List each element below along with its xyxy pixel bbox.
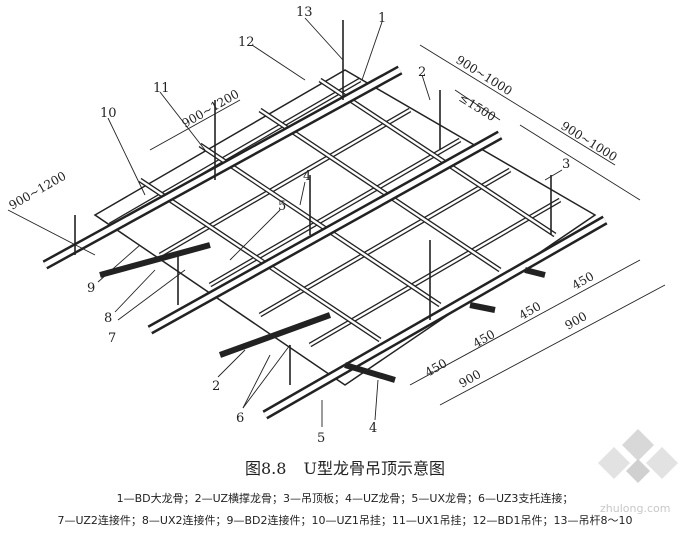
dim-1500: ≤1500 bbox=[456, 91, 498, 124]
watermark-text: zhulong.com bbox=[600, 502, 671, 515]
dim-900-1200-b: 900~1200 bbox=[7, 169, 69, 213]
keel-grid-b-inner bbox=[139, 78, 556, 341]
label-3: 3 bbox=[562, 157, 570, 172]
dim-900-b: 900 bbox=[457, 367, 484, 391]
label-7: 7 bbox=[108, 331, 116, 346]
label-8: 8 bbox=[104, 311, 112, 326]
label-2b: 2 bbox=[212, 379, 220, 394]
leader-lines bbox=[97, 17, 563, 427]
label-5a: 5 bbox=[278, 199, 286, 214]
dim-450-b: 450 bbox=[517, 299, 544, 323]
dim-450-a: 450 bbox=[570, 269, 597, 293]
label-2a: 2 bbox=[418, 65, 426, 80]
label-4b: 4 bbox=[369, 421, 377, 436]
label-1: 1 bbox=[378, 11, 386, 26]
label-11: 11 bbox=[153, 81, 170, 96]
figure-title: U型龙骨吊顶示意图 bbox=[303, 459, 446, 478]
label-4a: 4 bbox=[303, 169, 311, 184]
dim-900-a: 900 bbox=[563, 309, 590, 333]
label-6: 6 bbox=[236, 411, 244, 426]
label-5b: 5 bbox=[317, 431, 325, 446]
dim-900-1200-a: 900~1200 bbox=[180, 87, 242, 131]
zhulong-logo bbox=[598, 429, 678, 483]
label-10: 10 bbox=[100, 106, 117, 121]
label-9: 9 bbox=[87, 281, 95, 296]
label-12: 12 bbox=[238, 35, 255, 50]
ceiling-keel-diagram: 13 1 12 2 11 10 3 4 5 9 8 7 2 6 5 4 900~… bbox=[7, 5, 666, 446]
dimension-lines bbox=[7, 44, 666, 406]
figure-number: 图8.8 bbox=[244, 459, 287, 478]
figure-caption: 图8.8 U型龙骨吊顶示意图 bbox=[0, 455, 690, 479]
dim-450-c: 450 bbox=[471, 327, 498, 351]
dim-450-d: 450 bbox=[423, 356, 450, 380]
legend-line-2: 7—UZ2连接件；8—UX2连接件；9—BD2连接件；10—UZ1吊挂；11—U… bbox=[57, 514, 633, 527]
main-keels-inner bbox=[43, 67, 607, 418]
ceiling-panel bbox=[93, 69, 597, 386]
lower-members bbox=[99, 242, 546, 383]
label-13: 13 bbox=[296, 5, 313, 20]
legend-line-1: 1—BD大龙骨；2—UZ横撑龙骨；3—吊顶板；4—UZ龙骨；5—UX龙骨；6—U… bbox=[116, 492, 574, 505]
